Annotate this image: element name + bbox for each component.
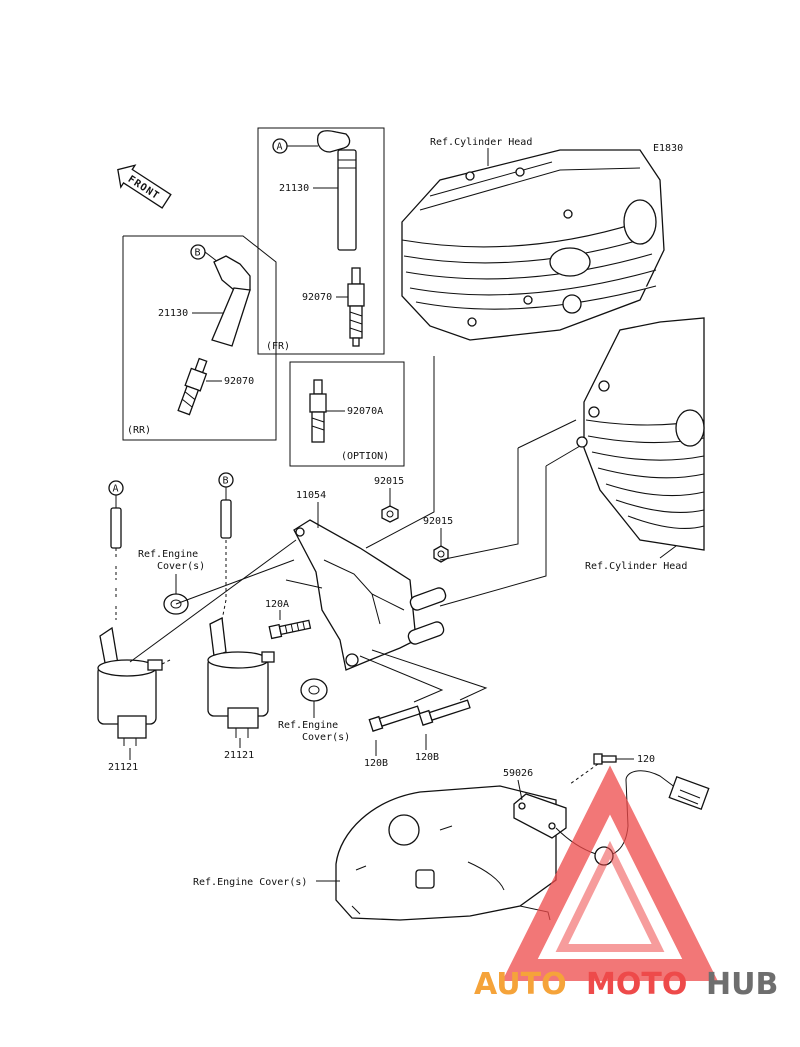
part-120: 120 [637, 754, 655, 765]
ref-cylinder-head-top: Ref.Cylinder Head [430, 137, 532, 148]
ref-engine-cover-left-2: Cover(s) [157, 561, 205, 572]
part-92015-b: 92015 [423, 516, 453, 527]
ref-engine-cover-bottom: Ref.Engine Cover(s) [193, 877, 307, 888]
box-tag-fr: (FR) [266, 341, 290, 352]
option-parts-box [289, 361, 405, 467]
part-21121-left: 21121 [108, 762, 138, 773]
part-11054: 11054 [296, 490, 326, 501]
ignition-cap-rr [211, 255, 251, 347]
marker-b-rr-label: B [195, 248, 201, 259]
ref-engine-cover-mid-1: Ref.Engine [278, 720, 338, 731]
box-tag-option: (OPTION) [341, 451, 389, 462]
marker-a-label: A [113, 484, 119, 495]
ignition-cap-fr [316, 130, 357, 251]
ignition-coil-right [207, 617, 275, 738]
rr-parts-box [122, 235, 277, 441]
grommet-mid [300, 678, 328, 702]
marker-b-label: B [223, 476, 229, 487]
bolt-120 [593, 753, 617, 765]
ref-engine-cover-left-1: Ref.Engine [138, 549, 198, 560]
bolt-120B-right [418, 699, 471, 726]
bracket-11054 [293, 519, 447, 671]
part-59026: 59026 [503, 768, 533, 779]
cylinder-head-top [401, 149, 665, 341]
part-21130-rr: 21130 [158, 308, 188, 319]
part-21121-right: 21121 [224, 750, 254, 761]
front-arrow-icon: FRONT [117, 164, 172, 209]
ht-lead-b [220, 499, 232, 539]
fr-parts-box [257, 127, 385, 355]
part-120A: 120A [265, 599, 289, 610]
part-92070A: 92070A [347, 406, 383, 417]
part-120B-left: 120B [364, 758, 388, 769]
ht-lead-a [110, 507, 122, 549]
spark-plug-rr [177, 357, 208, 416]
watermark-moto: MOTO [586, 967, 687, 1002]
spark-plug-fr [347, 267, 365, 347]
watermark-hub: HUB [706, 967, 778, 1002]
nut-92015-a [381, 505, 399, 523]
part-92015-a: 92015 [374, 476, 404, 487]
spark-plug-option [309, 379, 327, 443]
part-92070-fr: 92070 [302, 292, 332, 303]
part-92070-rr: 92070 [224, 376, 254, 387]
marker-a-fr-label: A [277, 142, 283, 153]
bolt-120B-left [368, 705, 421, 732]
ref-engine-cover-mid-2: Cover(s) [302, 732, 350, 743]
automotohub-logo: AUTO MOTO HUB [474, 765, 778, 1002]
bolt-120A [268, 619, 312, 640]
watermark-auto: AUTO [474, 967, 567, 1002]
diagram-code: E1830 [653, 143, 683, 154]
part-120B-right: 120B [415, 752, 439, 763]
ref-cylinder-head-right: Ref.Cylinder Head [585, 561, 687, 572]
cylinder-head-right [576, 317, 705, 551]
part-21130-fr: 21130 [279, 183, 309, 194]
box-tag-rr: (RR) [127, 425, 151, 436]
ignition-coil-left [97, 626, 163, 746]
